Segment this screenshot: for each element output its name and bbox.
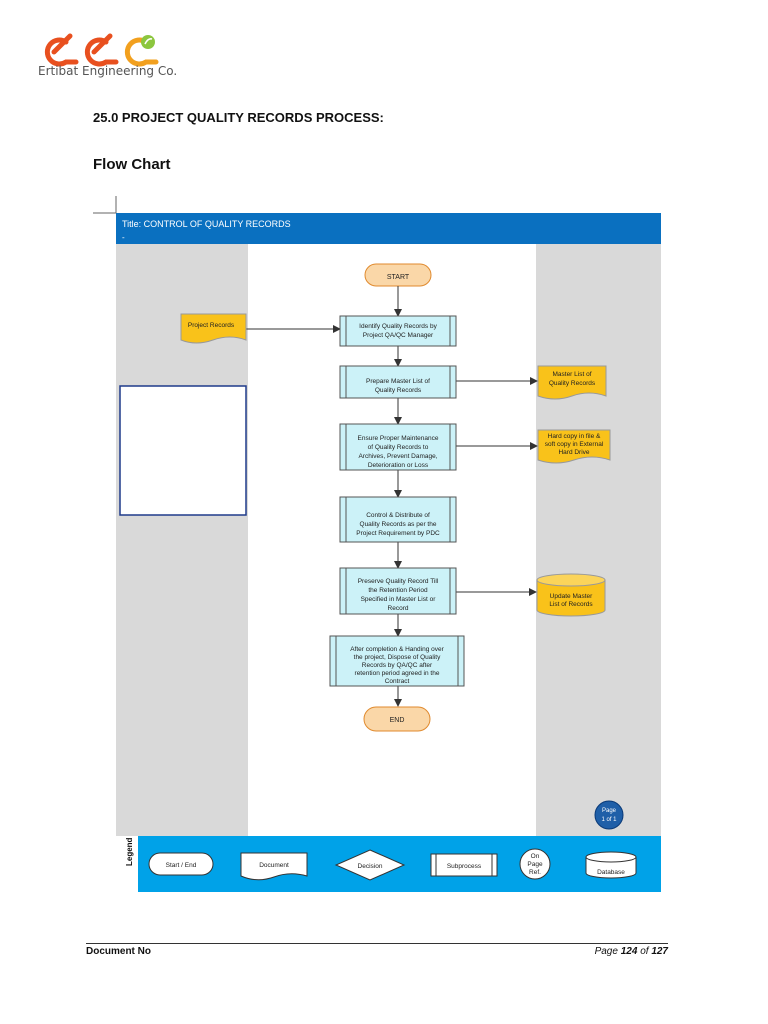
step-6-line-4: retention period agreed in the bbox=[355, 670, 440, 677]
step-4-line-3: Project Requirement by PDC bbox=[356, 530, 440, 537]
legend-start-end: Start / End bbox=[148, 852, 214, 876]
process-step-4: Control & Distribute of Quality Records … bbox=[339, 496, 457, 543]
step-6-line-1: After completion & Handing over bbox=[350, 646, 444, 653]
database-update-master-list: Update Master List of Records bbox=[536, 573, 606, 617]
page-current: 124 bbox=[620, 946, 638, 957]
legend-on-page-ref: On Page Ref. bbox=[519, 848, 551, 880]
process-step-6: After completion & Handing over the proj… bbox=[329, 635, 465, 687]
legend-subprocess-label: Subprocess bbox=[447, 863, 482, 870]
legend-on-label: On bbox=[531, 853, 540, 860]
process-step-2: Prepare Master List of Quality Records bbox=[339, 365, 457, 399]
legend-database-label: Database bbox=[597, 869, 625, 876]
document-number-label: Document No bbox=[86, 946, 151, 957]
legend-start-end-label: Start / End bbox=[166, 862, 197, 869]
step-2-line-1: Prepare Master List of bbox=[366, 378, 430, 385]
process-step-3: Ensure Proper Maintenance of Quality Rec… bbox=[339, 423, 457, 471]
end-label: END bbox=[390, 717, 405, 724]
step-1-line-2: Project QA/QC Manager bbox=[363, 332, 434, 339]
legend-database: Database bbox=[585, 851, 637, 879]
step-4-line-1: Control & Distribute of bbox=[366, 512, 430, 519]
notes-box bbox=[119, 385, 247, 516]
company-logo bbox=[44, 33, 159, 67]
page-ref-line-2: 1 of 1 bbox=[601, 817, 617, 823]
title-bar-sub: - bbox=[122, 233, 125, 242]
page-number: Page 124 of 127 bbox=[595, 946, 668, 957]
step-3-line-4: Deterioration or Loss bbox=[368, 462, 429, 469]
title-bar bbox=[116, 213, 661, 244]
left-lane bbox=[116, 244, 248, 836]
output-document-hard-copy: Hard copy in file & soft copy in Externa… bbox=[537, 429, 611, 464]
company-name: Ertibat Engineering Co. bbox=[38, 64, 178, 78]
output-document-master-list: Master List of Quality Records bbox=[537, 365, 607, 400]
section-title: 25.0 PROJECT QUALITY RECORDS PROCESS: bbox=[93, 110, 384, 125]
legend-decision-label: Decision bbox=[358, 863, 383, 870]
step-6-line-5: Contract bbox=[385, 678, 410, 685]
step-5-line-3: Specified in Master List or bbox=[361, 596, 437, 603]
output-2-line-2: soft copy in External bbox=[545, 441, 604, 448]
database-line-1: Update Master bbox=[550, 593, 593, 600]
legend-label-cell bbox=[116, 836, 138, 892]
legend-document-label: Document bbox=[259, 862, 289, 869]
step-2-line-2: Quality Records bbox=[375, 387, 422, 394]
page-word: Page bbox=[594, 946, 618, 957]
right-lane bbox=[536, 244, 661, 836]
input-document: Project Records bbox=[180, 313, 247, 344]
step-3-line-3: Archives, Prevent Damage, bbox=[358, 453, 437, 460]
page-ref-line-1: Page bbox=[602, 808, 617, 814]
legend-subprocess: Subprocess bbox=[430, 853, 498, 877]
process-step-5: Preserve Quality Record Till the Retenti… bbox=[339, 567, 457, 615]
title-bar-text: Title: CONTROL OF QUALITY RECORDS bbox=[122, 219, 291, 229]
start-label: START bbox=[387, 274, 410, 281]
database-line-2: List of Records bbox=[549, 601, 593, 608]
step-5-line-1: Preserve Quality Record Till bbox=[358, 578, 439, 585]
output-2-line-3: Hard Drive bbox=[558, 449, 589, 456]
step-4-line-2: Quality Records as per the bbox=[360, 521, 437, 528]
process-step-1: Identify Quality Records by Project QA/Q… bbox=[339, 315, 457, 347]
step-3-line-1: Ensure Proper Maintenance bbox=[358, 435, 439, 442]
step-6-line-2: the project, Dispose of Quality bbox=[354, 654, 441, 661]
legend-label: Legend bbox=[125, 837, 134, 866]
input-document-label: Project Records bbox=[188, 322, 235, 329]
step-3-line-2: of Quality Records to bbox=[368, 444, 429, 451]
legend-page-label: Page bbox=[527, 861, 543, 868]
output-1-line-2: Quality Records bbox=[549, 380, 596, 387]
page-ref-circle: Page 1 of 1 bbox=[594, 800, 624, 830]
step-5-line-4: Record bbox=[388, 605, 409, 612]
output-1-line-1: Master List of bbox=[552, 371, 591, 378]
step-5-line-2: the Retention Period bbox=[368, 587, 428, 594]
page-total: 127 bbox=[651, 946, 668, 957]
legend-document: Document bbox=[240, 852, 308, 881]
flow-chart-label: Flow Chart bbox=[93, 156, 171, 173]
page-of: of bbox=[640, 946, 649, 957]
step-1-line-1: Identify Quality Records by bbox=[359, 323, 437, 330]
legend-ref-label: Ref. bbox=[529, 869, 541, 876]
step-6-line-3: Records by QA/QC after bbox=[362, 662, 433, 669]
legend-decision: Decision bbox=[334, 849, 406, 881]
output-2-line-1: Hard copy in file & bbox=[548, 433, 601, 440]
end-terminal bbox=[363, 706, 431, 732]
footer-divider bbox=[86, 943, 668, 944]
